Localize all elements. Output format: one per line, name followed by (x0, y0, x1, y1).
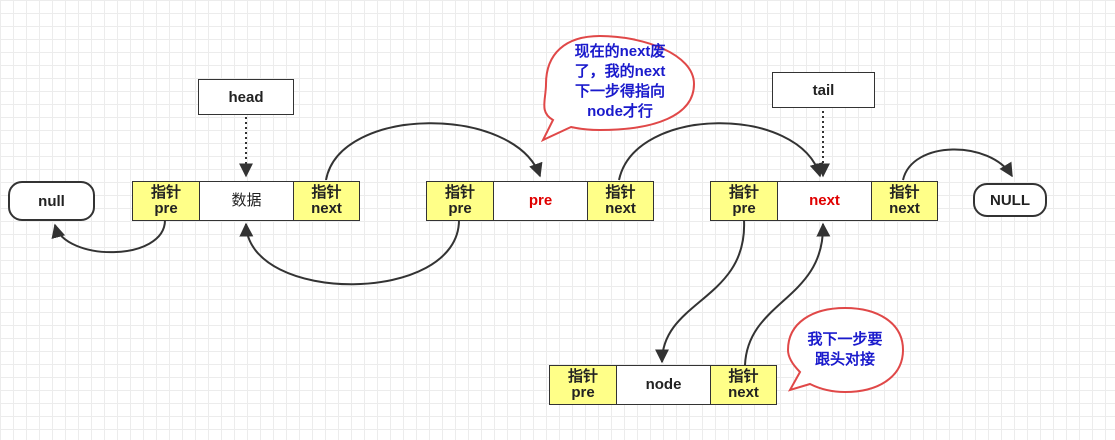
pointer-label: 指针 (311, 184, 342, 201)
pointer-name: next (889, 200, 920, 217)
list-node-data: 指针 pre 数据 指针 next (132, 181, 360, 221)
data-cell: next (777, 182, 871, 220)
pointer-name: pre (448, 200, 472, 217)
pointer-name: next (605, 200, 636, 217)
tail-label: tail (772, 72, 875, 108)
null-terminal-left: null (8, 181, 95, 221)
prev-pointer-cell: 指针 pre (133, 182, 199, 220)
prev-pointer-cell: 指针 pre (711, 182, 777, 220)
next-pointer-cell: 指针 next (710, 366, 776, 404)
prev-pointer-cell: 指针 pre (427, 182, 493, 220)
data-cell: 数据 (199, 182, 293, 220)
pointer-name: pre (571, 384, 595, 401)
list-node-pre: 指针 pre pre 指针 next (426, 181, 654, 221)
data-cell: pre (493, 182, 587, 220)
arrow-node1-next-to-node2 (325, 122, 543, 181)
speech-bubble-bottom-text: 我下一步要 跟头对接 (790, 330, 900, 370)
speech-bubble-top-text: 现在的next废 了，我的next 下一步得指向 node才行 (548, 42, 692, 122)
pointer-name: next (728, 384, 759, 401)
head-label: head (198, 79, 294, 115)
pointer-label: 指针 (567, 368, 598, 385)
arrow-node3-next-to-null (902, 148, 1013, 181)
pointer-name: pre (732, 200, 756, 217)
list-node-next: 指针 pre next 指针 next (710, 181, 938, 221)
bubble-line: 现在的next废 (574, 43, 666, 60)
arrow-node2-next-to-node3 (618, 122, 824, 181)
prev-pointer-cell: 指针 pre (550, 366, 616, 404)
arrow-node2-pre-to-node1 (239, 219, 460, 286)
bubble-line: 跟头对接 (814, 351, 875, 368)
pointer-label: 指针 (150, 184, 181, 201)
pointer-name: next (311, 200, 342, 217)
next-pointer-cell: 指针 next (587, 182, 653, 220)
next-pointer-cell: 指针 next (871, 182, 937, 220)
data-cell: node (616, 366, 710, 404)
pointer-label: 指针 (728, 184, 759, 201)
pointer-label: 指针 (444, 184, 475, 201)
arrow-node4-next-to-node3 (744, 222, 831, 366)
next-pointer-cell: 指针 next (293, 182, 359, 220)
bubble-line: 我下一步要 (807, 331, 883, 348)
bubble-line: node才行 (587, 103, 653, 120)
bubble-line: 了，我的next (574, 63, 666, 80)
bubble-line: 下一步得指向 (574, 83, 665, 100)
pointer-label: 指针 (728, 368, 759, 385)
speech-bubble-top (540, 34, 696, 143)
speech-bubble-bottom (786, 306, 905, 394)
arrow-node1-pre-to-null (51, 219, 166, 254)
pointer-name: pre (154, 200, 178, 217)
pointer-label: 指针 (889, 184, 920, 201)
arrow-node3-pre-to-node4 (655, 219, 746, 364)
list-node-new: 指针 pre node 指针 next (549, 365, 777, 405)
pointer-label: 指针 (605, 184, 636, 201)
null-terminal-right: NULL (973, 183, 1047, 217)
